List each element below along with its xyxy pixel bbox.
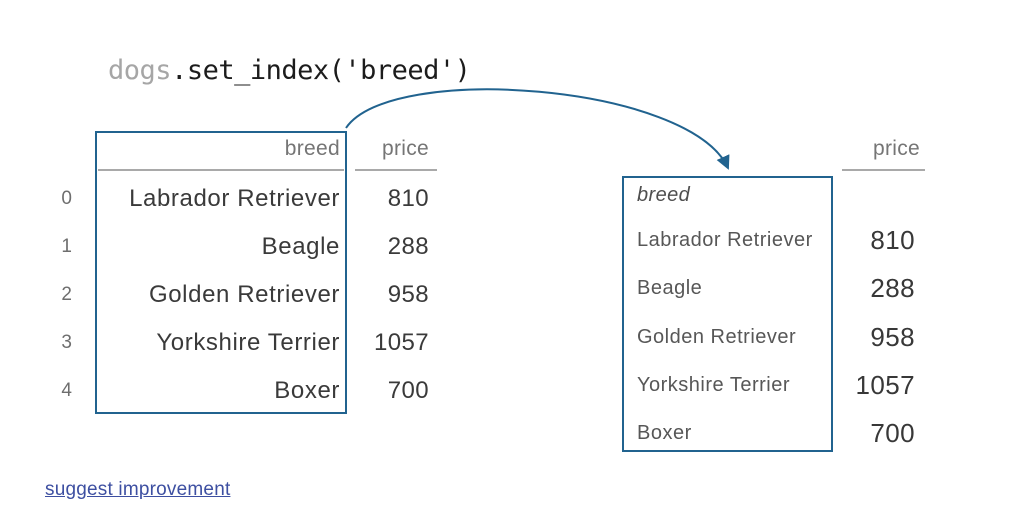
price-cell: 700 <box>870 418 915 448</box>
breed-cell: Yorkshire Terrier <box>156 329 340 356</box>
code-method-call: .set_index('breed') <box>171 55 471 86</box>
right-table-price-header: price <box>872 137 920 160</box>
price-cell: 1057 <box>855 370 915 400</box>
index-breed-cell: Golden Retriever <box>637 326 797 348</box>
table-row: Golden Retriever 958 <box>0 313 1010 361</box>
index-breed-cell: Beagle <box>637 277 703 299</box>
table-row: Beagle 288 <box>0 264 1010 312</box>
price-cell: 288 <box>387 233 429 260</box>
table-row: 4 Boxer 700 <box>0 367 440 415</box>
left-price-header-rule <box>355 169 437 171</box>
price-cell: 958 <box>387 281 429 308</box>
breed-column-highlight-box <box>95 131 347 414</box>
table-row: Yorkshire Terrier 1057 <box>0 361 1010 409</box>
price-cell: 288 <box>870 273 915 303</box>
index-breed-cell: Yorkshire Terrier <box>637 374 791 396</box>
new-index-highlight-box <box>622 176 833 452</box>
row-index: 1 <box>61 236 72 257</box>
row-index: 3 <box>61 332 72 353</box>
left-breed-header-rule <box>98 169 344 171</box>
breed-cell: Boxer <box>274 377 340 404</box>
table-row: 0 Labrador Retriever 810 <box>0 175 440 223</box>
table-row: 1 Beagle 288 <box>0 223 440 271</box>
row-index: 2 <box>61 284 72 305</box>
breed-cell: Labrador Retriever <box>129 185 340 212</box>
table-row: Labrador Retriever 810 <box>0 216 1010 264</box>
table-row: 3 Yorkshire Terrier 1057 <box>0 319 440 367</box>
price-cell: 958 <box>870 322 915 352</box>
suggest-improvement-link[interactable]: suggest improvement <box>45 479 231 500</box>
breed-cell: Golden Retriever <box>148 281 340 308</box>
row-index: 4 <box>61 380 72 401</box>
table-row: Boxer 700 <box>0 409 1010 457</box>
table-row: 2 Golden Retriever 958 <box>0 271 440 319</box>
index-breed-cell: Labrador Retriever <box>637 229 813 251</box>
index-name-label: breed <box>637 184 691 206</box>
row-index: 0 <box>61 188 72 209</box>
code-variable: dogs <box>108 55 172 86</box>
price-cell: 1057 <box>374 329 429 356</box>
index-breed-cell: Boxer <box>637 422 692 444</box>
breed-cell: Beagle <box>261 233 340 260</box>
left-table-breed-header: breed <box>284 137 340 160</box>
right-price-header-rule <box>842 169 925 171</box>
price-cell: 700 <box>387 377 429 404</box>
left-table-price-header: price <box>381 137 429 160</box>
price-cell: 810 <box>870 225 915 255</box>
price-cell: 810 <box>387 185 429 212</box>
index-name-row: breed <box>0 173 1010 217</box>
code-line: dogs.set_index('breed') <box>45 20 471 122</box>
